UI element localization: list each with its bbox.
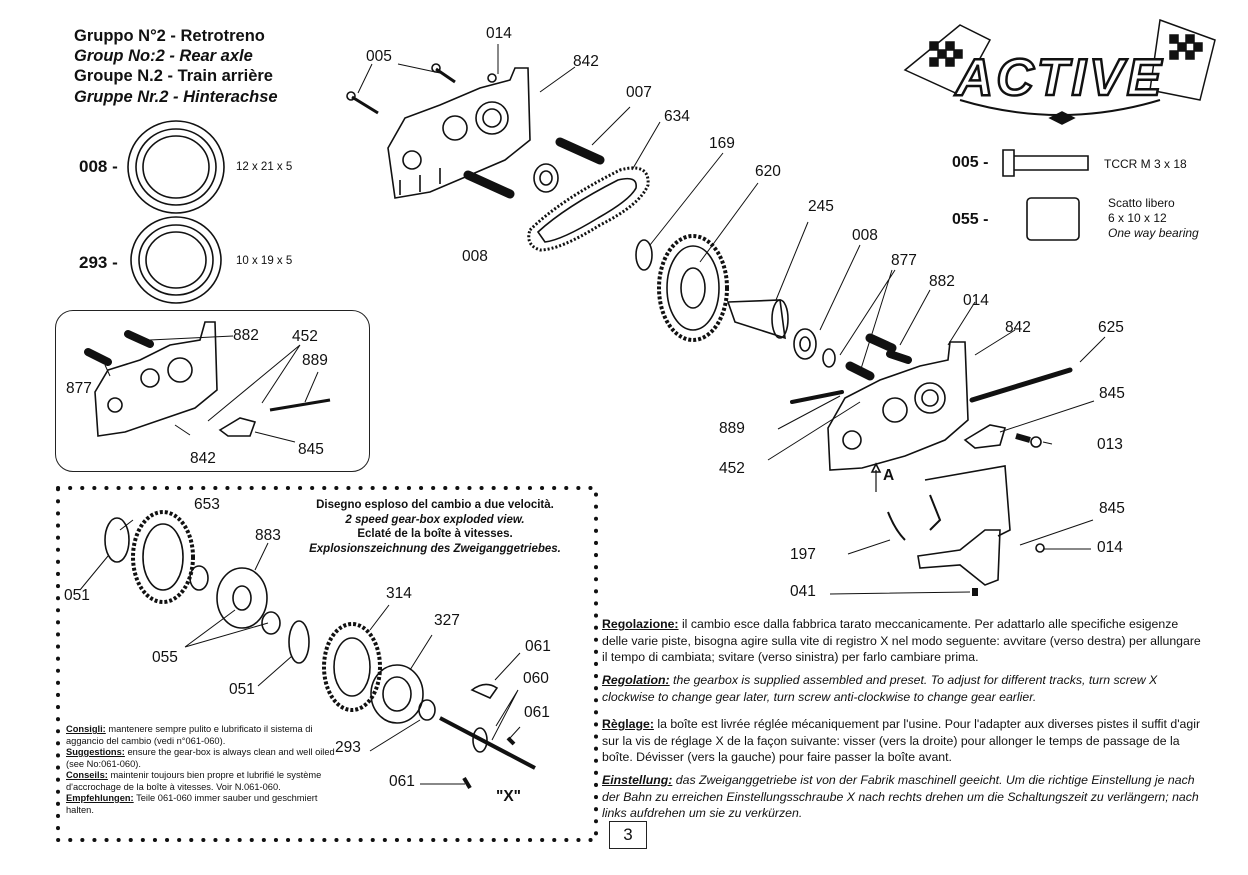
callout-007: 007 [626,84,652,101]
gearbox-notes: Consigli: mantenere sempre pulito e lubr… [66,724,341,816]
instruction-italian: Regolazione: il cambio esce dalla fabbri… [602,616,1207,666]
legend-005-code: 005 - [952,154,989,171]
gear-callout-883: 883 [255,527,281,544]
callout-634: 634 [664,108,690,125]
gear-callout-293: 293 [335,739,361,756]
instruction-english: Regolation: the gearbox is supplied asse… [602,672,1207,705]
gearbox-drawing [79,510,536,790]
gearbox-title-it: Disegno esploso del cambio a due velocit… [316,499,554,511]
inset-callout-889: 889 [302,352,328,369]
callout-008-left: 008 [462,248,488,265]
callout-041: 041 [790,583,816,600]
note-italian-head: Consigli: [66,724,106,734]
callout-882: 882 [929,273,955,290]
note-english-text: ensure the gear-box is always clean and … [66,747,335,769]
callout-842: 842 [573,53,599,70]
gear-callout-060: 060 [523,670,549,687]
instruction-french: Règlage: la boîte est livrée réglée méca… [602,716,1207,766]
callout-013: 013 [1097,436,1123,453]
page-number: 3 [609,821,647,849]
gear-callout-X: "X" [496,788,522,805]
gear-callout-051-b: 051 [229,681,255,698]
legend-005-desc: TCCR M 3 x 18 [1104,157,1187,171]
gear-callout-327: 327 [434,612,460,629]
note-italian-text: mantenere sempre pulito e lubrificato il… [66,724,313,746]
note-french-text: maintenir toujours bien propre et lubrif… [66,770,322,792]
instruction-french-head: Règlage: [602,717,654,731]
note-german-head: Empfehlungen: [66,793,134,803]
gear-callout-314: 314 [386,585,412,602]
bearing-293-drawing [130,216,222,304]
note-german: Empfehlungen: Teile 061-060 immer sauber… [66,793,341,816]
legend-055-desc-en: One way bearing [1108,226,1199,240]
gear-callout-061-c: 061 [389,773,415,790]
callout-245: 245 [808,198,834,215]
inset-callout-452: 452 [292,328,318,345]
inset-assembly-box [55,310,370,472]
callout-014-lower: 014 [1097,539,1123,556]
callout-169: 169 [709,135,735,152]
bearing-293-code: 293 - [79,253,118,272]
instruction-german: Einstellung: das Zweiganggetriebe ist vo… [602,772,1207,822]
gear-callout-051: 051 [64,587,90,604]
callout-889: 889 [719,420,745,437]
inset-drawing [84,321,331,443]
bracket-842-top [387,67,531,199]
instruction-italian-text: il cambio esce dalla fabbrica tarato mec… [602,617,1201,664]
gear-callout-055: 055 [152,649,178,666]
callout-452: 452 [719,460,745,477]
callout-014: 014 [486,25,512,42]
callout-620: 620 [755,163,781,180]
note-french-head: Conseils: [66,770,108,780]
inset-callout-882: 882 [233,327,259,344]
note-italian: Consigli: mantenere sempre pulito e lubr… [66,724,341,747]
instruction-german-head: Einstellung: [602,773,673,787]
bearing-008-size: 12 x 21 x 5 [236,161,293,173]
inset-callout-877: 877 [66,380,92,397]
title-english: Group No:2 - Rear axle [74,47,253,65]
callout-014-right: 014 [963,292,989,309]
bearing-293-size: 10 x 19 x 5 [236,255,293,267]
gearbox-title: Disegno esploso del cambio a due velocit… [270,498,600,556]
title-french: Groupe N.2 - Train arrière [74,67,273,85]
instruction-english-head: Regolation: [602,673,670,687]
legend-055-desc-it: Scatto libero [1108,196,1175,210]
instruction-german-text: das Zweiganggetriebe ist von der Fabrik … [602,773,1199,820]
callout-842-right: 842 [1005,319,1031,336]
inset-callout-845: 845 [298,441,324,458]
callout-005: 005 [366,48,392,65]
gearbox-title-en: 2 speed gear-box exploded view. [345,513,525,526]
bearing-008-drawing [127,120,225,214]
gear-callout-061: 061 [525,638,551,655]
note-german-text: Teile 061-060 immer sauber und geschmier… [66,793,318,815]
callout-625: 625 [1098,319,1124,336]
gear-callout-653: 653 [194,496,220,513]
note-english: Suggestions: ensure the gear-box is alwa… [66,747,341,770]
gearbox-title-fr: Eclaté de la boîte à vitesses. [357,528,513,540]
legend-055-code: 055 - [952,211,989,228]
callout-877: 877 [891,252,917,269]
note-french: Conseils: maintenir toujours bien propre… [66,770,341,793]
bearing-008-code: 008 - [79,157,118,176]
callout-A: A [883,467,895,484]
note-english-head: Suggestions: [66,747,125,757]
pulley-620 [657,234,729,342]
instruction-french-text: la boîte est livrée réglée mécaniquement… [602,717,1201,764]
callout-845: 845 [1099,385,1125,402]
callout-008-right: 008 [852,227,878,244]
inset-callout-842: 842 [190,450,216,467]
instruction-english-text: the gearbox is supplied assembled and pr… [602,673,1158,704]
instruction-italian-head: Regolazione: [602,617,679,631]
active-logo: ACTIVE [954,48,1165,109]
bracket-842-right [827,341,969,471]
gearbox-title-de: Explosionszeichnung des Zweiganggetriebe… [309,542,561,555]
callout-197: 197 [790,546,816,563]
title-italian: Gruppo N°2 - Retrotreno [74,27,265,45]
gear-callout-061-b: 061 [524,704,550,721]
callout-845-lower: 845 [1099,500,1125,517]
logo-flags [903,18,1216,125]
legend-055-desc-size: 6 x 10 x 12 [1108,211,1167,225]
title-german: Gruppe Nr.2 - Hinterachse [74,88,278,106]
